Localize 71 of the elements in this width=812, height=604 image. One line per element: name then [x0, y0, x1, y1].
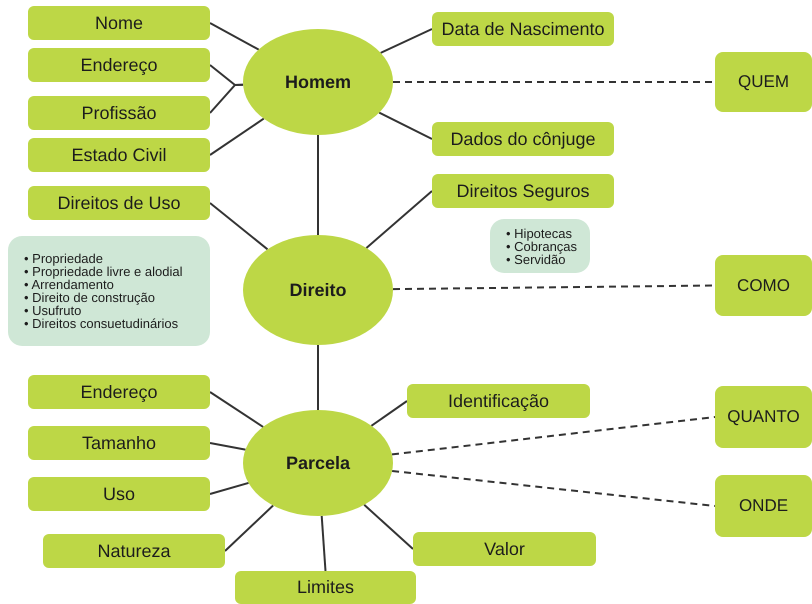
bullet-list-box: [8, 236, 210, 346]
connector-line: [210, 482, 249, 495]
box-label: Estado Civil: [71, 144, 167, 166]
list-item: • Cobranças: [506, 240, 578, 252]
connector-line: [364, 504, 414, 550]
connector-line: [209, 118, 264, 156]
topic-label: Direito: [289, 280, 346, 300]
connector-line: [370, 400, 408, 427]
box-label: Tamanho: [82, 432, 156, 454]
box-label: Profissão: [81, 102, 157, 124]
box-label: Direitos de Uso: [57, 192, 181, 214]
connector-line: [320, 516, 326, 572]
label-box: [28, 6, 210, 40]
label-box: [407, 384, 590, 418]
list-item: • Direitos consuetudinários: [24, 317, 180, 330]
label-box: [28, 138, 210, 172]
box-label: Valor: [484, 538, 525, 560]
list-item: • Propriedade livre e alodial: [24, 265, 182, 278]
list-item: • Propriedade: [24, 252, 104, 265]
label-box: [28, 375, 210, 409]
box-label: Endereço: [80, 54, 158, 76]
label-box: [432, 122, 614, 156]
box-label: QUEM: [738, 72, 789, 92]
connector-line: [210, 22, 260, 50]
label-box: [432, 174, 614, 208]
label-box: [432, 12, 614, 46]
box-label: Dados do cônjuge: [450, 128, 596, 150]
connector-line: [317, 135, 319, 235]
dashed-connector: [392, 470, 716, 507]
box-label: Nome: [94, 12, 143, 34]
box-label: Uso: [102, 484, 135, 504]
bullet-list-box: [490, 219, 590, 273]
box-label: Identificação: [448, 390, 550, 412]
connector-line: [209, 202, 268, 250]
label-box: [43, 534, 225, 568]
connector-line: [209, 84, 244, 114]
topic-label: Homem: [284, 72, 351, 92]
box-label: COMO: [737, 276, 790, 296]
label-box: [413, 532, 596, 566]
question-box: [715, 52, 812, 112]
connector-line: [378, 112, 432, 140]
box-label: ONDE: [738, 496, 788, 516]
connector-line: [224, 504, 274, 552]
label-box: [28, 477, 210, 511]
label-box: [235, 571, 416, 604]
topic-label: Parcela: [286, 452, 350, 474]
dashed-connector: [393, 81, 715, 83]
list-item: • Usufruto: [24, 304, 82, 317]
dashed-connector: [392, 416, 716, 456]
box-label: Limites: [296, 577, 354, 598]
question-box: [715, 386, 812, 448]
box-label: QUANTO: [727, 407, 800, 427]
list-item: • Hipotecas: [506, 226, 573, 240]
connector-line: [380, 28, 432, 54]
question-box: [715, 475, 812, 537]
box-label: Direitos Seguros: [456, 180, 590, 202]
label-box: [28, 96, 210, 130]
connector-line: [209, 391, 264, 428]
box-label: Endereço: [80, 382, 158, 402]
label-box: [28, 48, 210, 82]
connector-line: [366, 190, 433, 249]
connector-line: [317, 345, 319, 410]
list-item: • Direito de construção: [24, 291, 156, 304]
connector-line: [210, 442, 246, 451]
label-box: [28, 426, 210, 460]
question-box: [715, 255, 812, 316]
list-item: • Arrendamento: [24, 278, 115, 291]
list-item: • Servidão: [506, 252, 566, 266]
label-box: [28, 186, 210, 220]
box-label: Data de Nascimento: [441, 18, 605, 40]
box-label: Natureza: [97, 540, 171, 562]
